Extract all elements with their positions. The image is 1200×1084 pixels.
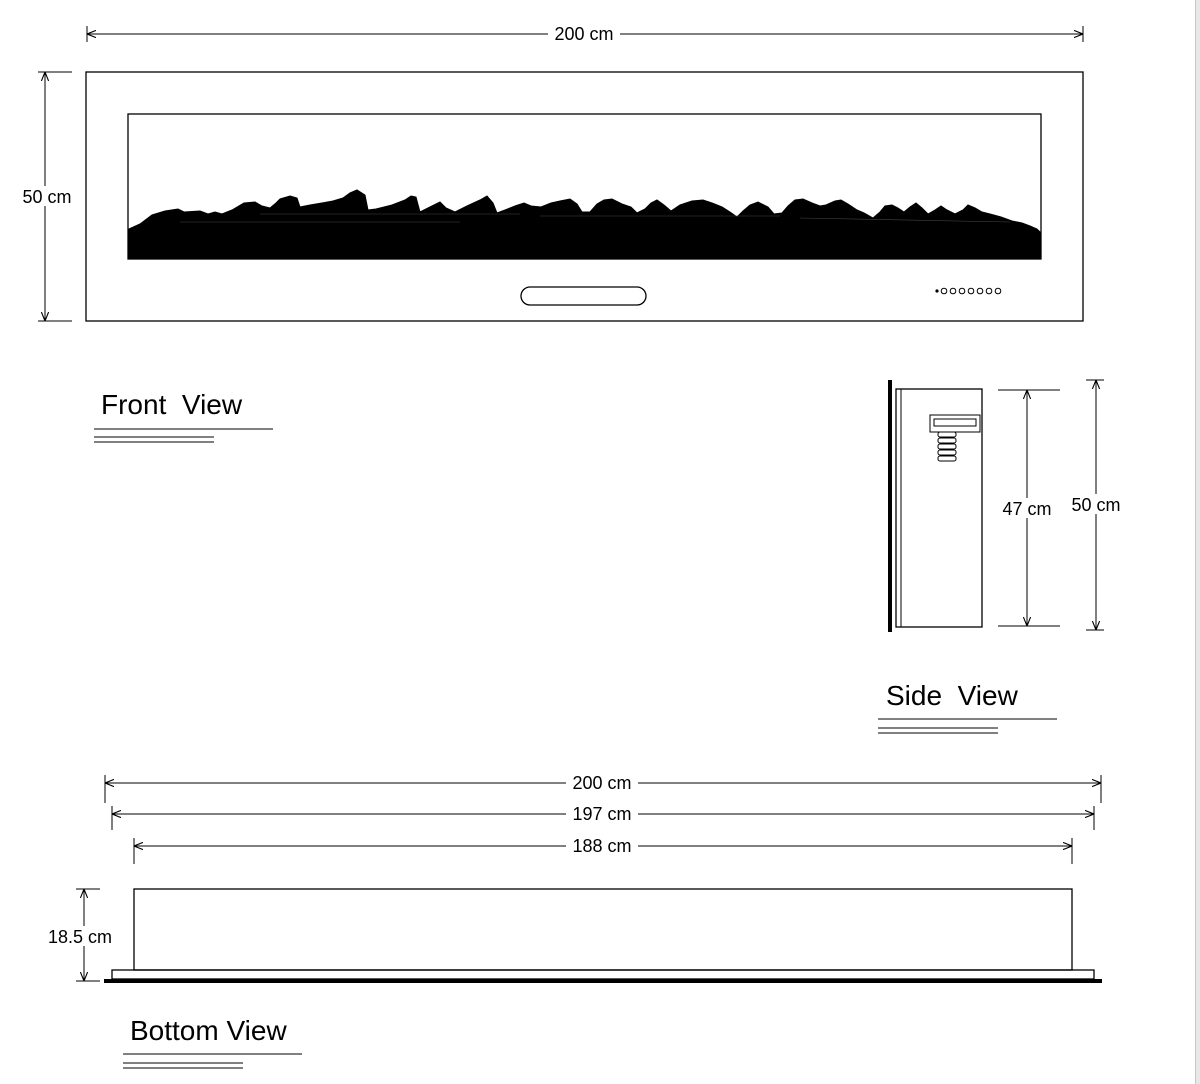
bottom-depth-dimension: 18.5 cm [42,888,118,982]
bottom-view-title: Bottom View [130,1015,287,1046]
side-body-outline [895,388,983,628]
side-inner-height-dimension: 47 cm [997,389,1060,627]
control-button [940,287,948,295]
bottom-overall-width-dimension: 200 cm [104,773,1102,803]
control-button [985,287,993,295]
log-bed-striations [180,213,1011,223]
bottom-body-outline [133,888,1073,971]
bottom-mid-width-dimension: 197 cm [111,804,1095,830]
front-outer-frame [85,71,1084,322]
front-height-dimension: 50 cm [18,71,76,322]
control-buttons [935,287,1002,295]
side-inner-height-label: 47 cm [1002,499,1051,519]
control-button [967,287,975,295]
front-view-heading: Front View [94,389,273,443]
side-outer-height-dimension: 50 cm [1066,379,1126,631]
side-view-title: Side View [886,680,1019,711]
page-edge-border [1195,0,1200,1084]
side-vent-assembly [929,414,981,462]
front-view: 200 cm 50 cm [18,24,1084,443]
control-button [949,287,957,295]
front-width-dimension: 200 cm [86,24,1084,44]
side-view-heading: Side View [878,680,1057,734]
bottom-mid-width-label: 197 cm [572,804,631,824]
bottom-overall-width-label: 200 cm [572,773,631,793]
control-button [994,287,1002,295]
bottom-view: 200 cm 197 cm 188 cm 18.5 cm [42,773,1102,1069]
control-indicator-dot [935,289,939,293]
bottom-front-frame [111,969,1095,980]
log-bed-silhouette [128,189,1042,260]
front-height-label: 50 cm [22,187,71,207]
bottom-inner-width-dimension: 188 cm [133,836,1073,864]
front-width-label: 200 cm [554,24,613,44]
side-view: 47 cm 50 cm Side View [878,379,1126,734]
front-handle-slot [520,286,647,306]
bottom-view-heading: Bottom View [123,1015,302,1069]
control-button [976,287,984,295]
bottom-inner-width-label: 188 cm [572,836,631,856]
side-outer-height-label: 50 cm [1071,495,1120,515]
control-button [958,287,966,295]
bottom-depth-label: 18.5 cm [48,927,112,947]
front-view-title: Front View [101,389,243,420]
